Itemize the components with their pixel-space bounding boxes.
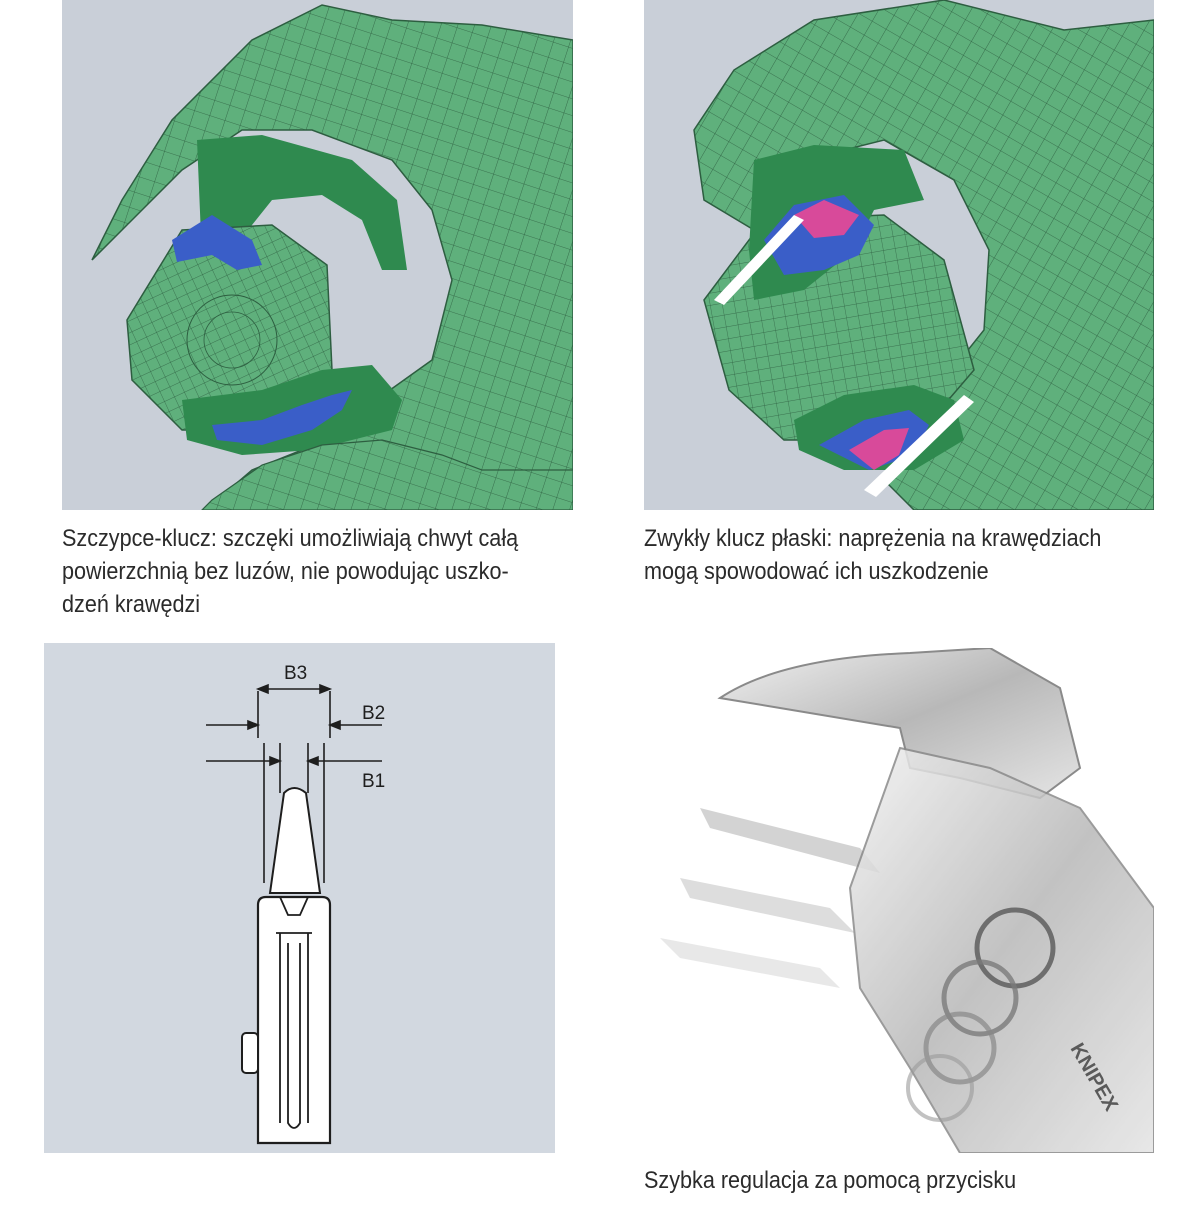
pliers-body — [256, 895, 332, 1145]
upper-jaw-contact — [197, 135, 407, 270]
lower-jaw-tip — [201, 439, 573, 510]
stress-patch-lower — [212, 390, 352, 445]
fea-image-pliers-wrench — [62, 0, 573, 510]
pivot-ring-4 — [906, 1054, 974, 1122]
adjust-button — [241, 1032, 259, 1074]
label-b2: B2 — [362, 703, 385, 724]
caption-quick-adjust: Szybka regulacja za pomocą przycisku — [644, 1167, 1017, 1194]
label-b1: B1 — [362, 771, 385, 792]
ghost-jaw-3 — [660, 938, 840, 988]
pivot-ring-3 — [923, 1011, 997, 1085]
stress-patch-upper — [172, 215, 262, 270]
fea-mesh-pliers-wrench — [91, 4, 573, 510]
label-b3: B3 — [284, 663, 307, 684]
caption-pliers-wrench: Szczypce-klucz: szczęki umożliwiają chwy… — [62, 525, 519, 618]
fea-image-open-end-wrench — [644, 0, 1154, 510]
jaw-width-schematic: B3 B2 B1 — [44, 643, 555, 1153]
jaw-insert — [276, 896, 312, 1129]
pivot-ring-2 — [941, 959, 1019, 1037]
adjustment-photo: KNIPEX — [660, 648, 1154, 1153]
ghost-jaw-2 — [680, 878, 855, 933]
schematic-drawing: B3 B2 B1 — [206, 663, 385, 1145]
stress-patch-upper-high — [794, 200, 859, 238]
fea-mesh-open-end-wrench — [693, 0, 1154, 510]
pliers-multi-exposure: KNIPEX — [660, 648, 1154, 1153]
jaw-tip — [268, 787, 322, 894]
ghost-jaw-1 — [700, 808, 880, 873]
jaw-gap-lower — [864, 395, 974, 497]
jaw-gap-upper — [714, 215, 804, 305]
stress-patch-lower-high — [849, 428, 909, 470]
caption-open-end-wrench: Zwykły klucz płaski: naprężenia na krawę… — [644, 525, 1102, 585]
